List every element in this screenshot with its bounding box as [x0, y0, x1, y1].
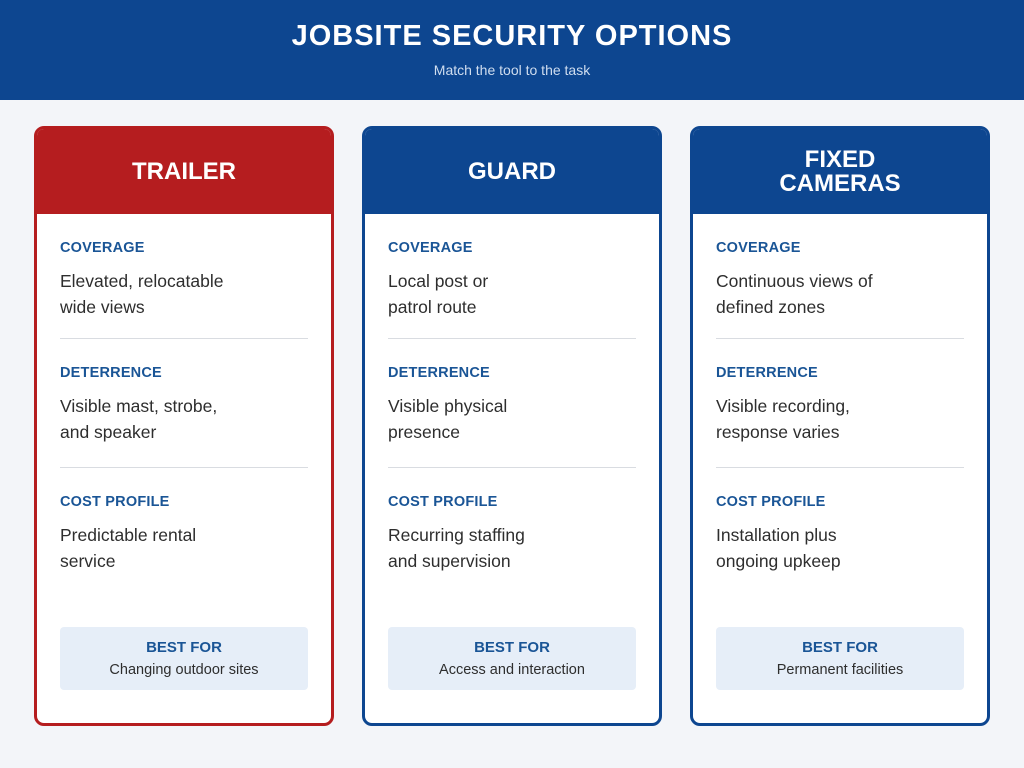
- best-for-box: BEST FOR Permanent facilities: [716, 627, 964, 690]
- section-text: Installation plus ongoing upkeep: [716, 525, 841, 571]
- card-trailer: TRAILER COVERAGE Elevated, relocatable w…: [34, 126, 334, 726]
- section-coverage: COVERAGE Local post or patrol route: [388, 214, 636, 339]
- best-for-label: BEST FOR: [802, 639, 878, 656]
- section-text: Recurring staffing and supervision: [388, 525, 525, 571]
- section-label: COVERAGE: [60, 240, 145, 256]
- section-text: Continuous views of defined zones: [716, 271, 873, 317]
- card-header: TRAILER: [37, 129, 331, 214]
- section-label: COST PROFILE: [388, 494, 498, 510]
- section-text: Elevated, relocatable wide views: [60, 271, 224, 317]
- section-deterrence: DETERRENCE Visible recording, response v…: [716, 339, 964, 468]
- section-text: Local post or patrol route: [388, 271, 489, 317]
- card-fixed-cameras: FIXED CAMERAS COVERAGE Continuous views …: [690, 126, 990, 726]
- section-label: DETERRENCE: [60, 365, 162, 381]
- section-text: Visible mast, strobe, and speaker: [60, 396, 218, 442]
- section-cost-profile: COST PROFILE Recurring staffing and supe…: [388, 468, 636, 597]
- section-label: DETERRENCE: [716, 365, 818, 381]
- card-header: GUARD: [365, 129, 659, 214]
- best-for-text: Access and interaction: [439, 662, 585, 678]
- page-subtitle: Match the tool to the task: [433, 62, 591, 78]
- best-for-text: Permanent facilities: [776, 662, 904, 678]
- section-text: Visible physical presence: [388, 396, 508, 442]
- best-for-label: BEST FOR: [474, 639, 550, 656]
- best-for-label: BEST FOR: [146, 639, 222, 656]
- section-deterrence: DETERRENCE Visible mast, strobe, and spe…: [60, 339, 308, 468]
- page-title: JOBSITE SECURITY OPTIONS: [291, 20, 733, 52]
- best-for-box: BEST FOR Access and interaction: [388, 627, 636, 690]
- card-header: FIXED CAMERAS: [693, 129, 987, 214]
- section-label: COST PROFILE: [60, 494, 170, 510]
- section-deterrence: DETERRENCE Visible physical presence: [388, 339, 636, 468]
- section-text: Predictable rental service: [60, 525, 197, 571]
- section-text: Visible recording, response varies: [716, 396, 850, 442]
- card-guard: GUARD COVERAGE Local post or patrol rout…: [362, 126, 662, 726]
- section-label: DETERRENCE: [388, 365, 490, 381]
- section-cost-profile: COST PROFILE Installation plus ongoing u…: [716, 468, 964, 597]
- section-label: COST PROFILE: [716, 494, 826, 510]
- best-for-text: Changing outdoor sites: [109, 662, 259, 678]
- section-coverage: COVERAGE Elevated, relocatable wide view…: [60, 214, 308, 339]
- section-label: COVERAGE: [388, 240, 473, 256]
- section-label: COVERAGE: [716, 240, 801, 256]
- best-for-box: BEST FOR Changing outdoor sites: [60, 627, 308, 690]
- title-banner: JOBSITE SECURITY OPTIONS Match the tool …: [0, 0, 1024, 100]
- section-cost-profile: COST PROFILE Predictable rental service: [60, 468, 308, 597]
- section-coverage: COVERAGE Continuous views of defined zon…: [716, 214, 964, 339]
